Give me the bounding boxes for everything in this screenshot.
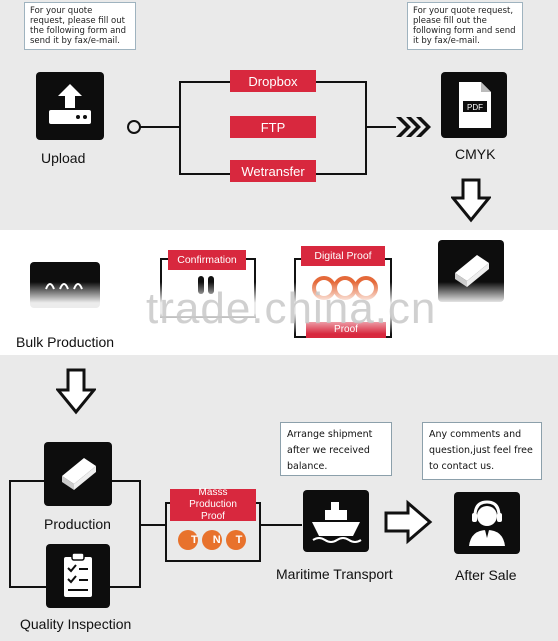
shipment-note: Arrange shipment after we received balan… <box>280 422 392 476</box>
pdf-file-icon: PDF <box>441 72 507 138</box>
upload-label: Upload <box>41 150 86 166</box>
production-book-icon <box>44 442 112 506</box>
transfer-option-wetransfer: Wetransfer <box>230 160 316 182</box>
watermark-overlay <box>0 282 558 334</box>
comments-note: Any comments and question,just feel free… <box>422 422 542 480</box>
quote-note-right: For your quote request, please fill out … <box>407 2 523 50</box>
digital-proof-tag: Digital Proof <box>301 246 385 266</box>
support-agent-icon <box>454 492 520 554</box>
transfer-option-dropbox: Dropbox <box>230 70 316 92</box>
production-label: Production <box>44 516 111 532</box>
ship-icon <box>303 490 369 552</box>
watermark-text: trade.china.cn <box>146 284 437 333</box>
upload-icon <box>36 72 104 140</box>
mass-production-proof-tag: Masss Production Proof <box>170 487 256 522</box>
cmyk-label: CMYK <box>455 146 496 162</box>
quote-note-left: For your quote request, please fill out … <box>24 2 136 50</box>
tnt-logo: TNT <box>176 528 248 552</box>
down-arrow-icon <box>451 178 491 223</box>
after-sale-label: After Sale <box>455 567 517 583</box>
maritime-transport-label: Maritime Transport <box>276 566 393 582</box>
pdf-icon-text: PDF <box>467 103 483 112</box>
quality-inspection-label: Quality Inspection <box>20 616 132 632</box>
confirmation-tag: Confirmation <box>168 250 246 270</box>
transfer-option-ftp: FTP <box>230 116 316 138</box>
checklist-icon <box>46 544 110 608</box>
bulk-production-label: Bulk Production <box>16 334 115 350</box>
tnt-logo-text: TNT <box>191 534 258 546</box>
down-arrow-left-icon <box>56 368 96 415</box>
